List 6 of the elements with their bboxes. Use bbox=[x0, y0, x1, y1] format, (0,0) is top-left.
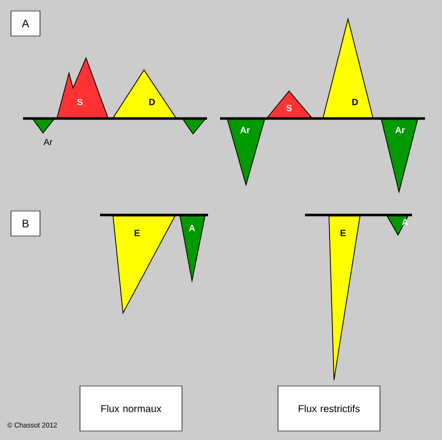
caption-box: Flux normaux bbox=[80, 386, 182, 432]
caption-box: Flux restrictifs bbox=[278, 386, 380, 432]
panel-label: B bbox=[10, 210, 40, 236]
panel-label: A bbox=[10, 10, 40, 36]
triangle-dip: E bbox=[328, 216, 360, 380]
triangle-label: Ar bbox=[44, 138, 52, 146]
